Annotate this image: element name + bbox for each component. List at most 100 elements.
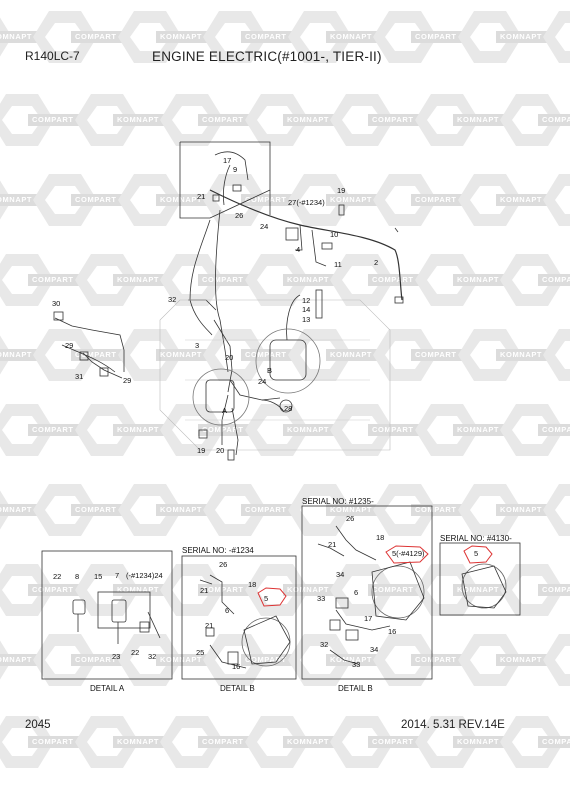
callout-28: 28	[284, 404, 293, 413]
watermark-hex-inner	[385, 646, 425, 674]
callout-14: 14	[302, 305, 311, 314]
watermark-hex-inner	[45, 23, 85, 51]
detail-b2-callout-32: 32	[320, 640, 329, 649]
callout-27: 27(-#1234)	[288, 198, 325, 207]
watermark-label: COMPART	[372, 585, 414, 594]
callout-29-left: 29	[65, 341, 74, 350]
callout-12: 12	[302, 296, 311, 305]
detail-a-callout-15: 15	[94, 572, 103, 581]
watermark-label: KOMNAPT	[117, 585, 160, 594]
watermark-hex-inner	[342, 106, 382, 134]
watermark-label: KOMNAPT	[0, 655, 33, 664]
detail-b1-callout-5: 5	[264, 594, 269, 603]
callout-10: 10	[330, 230, 339, 239]
callout-13: 13	[302, 315, 311, 324]
watermark-label: KOMNAPT	[500, 505, 543, 514]
watermark-label: COMPART	[202, 737, 244, 746]
watermark-label: KOMNAPT	[457, 737, 500, 746]
watermark-hex-inner	[300, 646, 340, 674]
watermark-label: COMPART	[372, 425, 414, 434]
watermark-label: KOMNAPT	[500, 32, 543, 41]
watermark-label: COMPART	[32, 275, 74, 284]
watermark-hex-inner	[342, 576, 382, 604]
watermark-hex-inner	[130, 186, 170, 214]
detail-b1-callout-6: 6	[225, 606, 230, 615]
detail-b1-callout-21: 21	[200, 586, 209, 595]
watermark-label: KOMNAPT	[0, 505, 33, 514]
detail-b1-callout-16: 16	[232, 662, 241, 671]
watermark-hex-inner	[45, 496, 85, 524]
callout-32: 32	[168, 295, 177, 304]
watermark-label: KOMNAPT	[117, 737, 160, 746]
watermark-label: COMPART	[32, 115, 74, 124]
callout-29-right: 29	[123, 376, 132, 385]
callout-4: 4	[296, 245, 301, 254]
detail-b1-callout-25: 25	[196, 648, 205, 657]
watermark-hex-inner	[555, 23, 570, 51]
watermark-label: KOMNAPT	[287, 425, 330, 434]
watermark-label: KOMNAPT	[330, 655, 373, 664]
detail-a-callout-32: 32	[148, 652, 157, 661]
watermark-hex-inner	[130, 646, 170, 674]
watermark-label: KOMNAPT	[160, 195, 203, 204]
watermark-label: KOMNAPT	[330, 350, 373, 359]
watermark-band	[538, 274, 570, 286]
watermark-hex-inner	[45, 186, 85, 214]
revision-date: 2014. 5.31 REV.14E	[401, 719, 505, 731]
detail-a-callout-8: 8	[75, 572, 80, 581]
watermark-hex-inner	[427, 106, 467, 134]
watermark-label: KOMNAPT	[287, 275, 330, 284]
model-code: R140LC-7	[25, 49, 80, 63]
detail-b1-callout-21b: 21	[205, 621, 214, 630]
callout-17: 17	[223, 156, 232, 165]
callout-19-top: 19	[337, 186, 346, 195]
callout-26: 26	[235, 211, 244, 220]
watermark-label: COMPART	[245, 350, 287, 359]
watermark-label: KOMNAPT	[330, 505, 373, 514]
watermark-hex-inner	[215, 23, 255, 51]
detail-b1-caption: DETAIL B	[220, 684, 255, 693]
detail-b2-callout-5: 5(-#4129)	[392, 549, 425, 558]
watermark-hex-inner	[2, 576, 42, 604]
watermark-label: COMPART	[32, 737, 74, 746]
watermark-hex-inner	[385, 186, 425, 214]
watermark-hex-inner	[172, 106, 212, 134]
watermark-label: COMPART	[75, 350, 117, 359]
watermark-label: COMPART	[542, 585, 570, 594]
watermark-label: KOMNAPT	[457, 585, 500, 594]
watermark-hex-inner	[2, 728, 42, 756]
callout-24-top: 24	[260, 222, 269, 231]
watermark-label: COMPART	[542, 275, 570, 284]
watermark-hex-inner	[427, 728, 467, 756]
watermark-hex-inner	[470, 496, 510, 524]
watermark-hex-inner	[172, 266, 212, 294]
watermark-hex-inner	[130, 496, 170, 524]
watermark-hex-inner	[342, 266, 382, 294]
watermark-label: COMPART	[32, 585, 74, 594]
detail-a-callout-23: 23	[112, 652, 121, 661]
watermark-label: COMPART	[75, 32, 117, 41]
detail-b2-callout-34b: 34	[370, 645, 379, 654]
watermark-hex-inner	[470, 341, 510, 369]
watermark-label: KOMNAPT	[330, 32, 373, 41]
detail-b2-callout-33: 33	[317, 594, 326, 603]
watermark-hex-inner	[300, 496, 340, 524]
watermark-label: KOMNAPT	[500, 655, 543, 664]
watermark-label: COMPART	[372, 115, 414, 124]
callout-21: 21	[197, 192, 206, 201]
detail-a-callout-22b: 22	[131, 648, 140, 657]
callout-31: 31	[75, 372, 84, 381]
watermark-label: KOMNAPT	[117, 425, 160, 434]
watermark-hex-inner	[257, 106, 297, 134]
watermark-label: KOMNAPT	[160, 32, 203, 41]
watermark-label: COMPART	[75, 195, 117, 204]
detail-b1-serial: SERIAL NO: -#1234	[182, 546, 254, 555]
watermark-label: COMPART	[32, 425, 74, 434]
watermark-hex-inner	[45, 341, 85, 369]
watermark-label: COMPART	[75, 505, 117, 514]
detail-c-serial: SERIAL NO: #4130-	[440, 534, 512, 543]
watermark-hex-inner	[555, 186, 570, 214]
watermark-hex-inner	[87, 728, 127, 756]
